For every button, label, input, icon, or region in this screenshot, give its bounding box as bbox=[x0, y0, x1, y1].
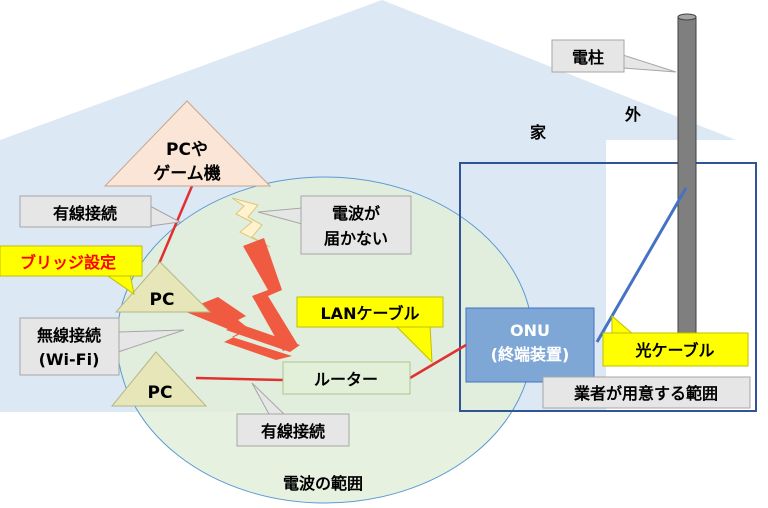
router-label: ルーター bbox=[314, 370, 378, 389]
outside-label: 外 bbox=[624, 105, 641, 124]
callout-provider-scope bbox=[542, 376, 751, 409]
callout-wired-top-text: 有線接続 bbox=[53, 204, 117, 223]
lightning-weak-icon bbox=[231, 197, 271, 248]
house-label: 家 bbox=[530, 123, 547, 142]
callout-no-signal-text-line2: 届かない bbox=[324, 229, 388, 248]
signal-range-label: 電波の範囲 bbox=[283, 474, 363, 493]
callout-provider-scope-text: 業者が用意する範囲 bbox=[573, 384, 718, 403]
callout-bridge-text: ブリッジ設定 bbox=[20, 253, 116, 272]
pc-game-console-label-line1: PCや bbox=[166, 140, 208, 160]
lightning-top-icon bbox=[243, 238, 298, 351]
onu-label: ONU bbox=[510, 321, 550, 340]
provider-scope-box bbox=[459, 162, 757, 412]
pc-game-console-label-line2: ゲーム機 bbox=[153, 163, 221, 184]
pc-upper-label: PC bbox=[150, 290, 175, 310]
callout-pole bbox=[551, 39, 625, 73]
callout-no-signal bbox=[300, 195, 412, 255]
callout-pole-text: 電柱 bbox=[572, 48, 604, 67]
callout-lan-text: LANケーブル bbox=[320, 304, 419, 323]
callout-fiber-pointer bbox=[611, 314, 636, 336]
callout-fiber-text: 光ケーブル bbox=[634, 341, 714, 360]
pc-lower-shape bbox=[110, 351, 208, 407]
callout-wireless bbox=[19, 317, 120, 376]
wire-pc-router bbox=[195, 376, 284, 382]
callout-lan bbox=[296, 296, 444, 328]
callout-pole-pointer bbox=[622, 54, 677, 73]
lightning-right-icon bbox=[198, 297, 300, 352]
router-box bbox=[282, 361, 411, 395]
fiber-cable-line bbox=[595, 187, 688, 343]
callout-wired-top bbox=[19, 195, 152, 228]
utility-pole-top bbox=[677, 13, 697, 21]
callout-wireless-text-line1: 無線接続 bbox=[37, 326, 101, 345]
pc-game-console-shape bbox=[103, 100, 272, 187]
callout-no-signal-text-line1: 電波が bbox=[332, 204, 380, 223]
onu-sublabel: (終端装置) bbox=[491, 345, 570, 364]
utility-pole bbox=[677, 16, 697, 348]
callout-bridge bbox=[0, 245, 143, 277]
pc-lower-label: PC bbox=[148, 383, 173, 403]
callout-wireless-text-line2: (Wi-Fi) bbox=[39, 350, 100, 369]
callout-wired-bottom bbox=[236, 413, 350, 447]
onu-box bbox=[465, 307, 595, 383]
wire-router-onu bbox=[409, 343, 467, 380]
callout-wired-bottom-text: 有線接続 bbox=[261, 422, 325, 441]
pc-upper-shape bbox=[114, 261, 212, 313]
callout-fiber bbox=[602, 332, 749, 367]
